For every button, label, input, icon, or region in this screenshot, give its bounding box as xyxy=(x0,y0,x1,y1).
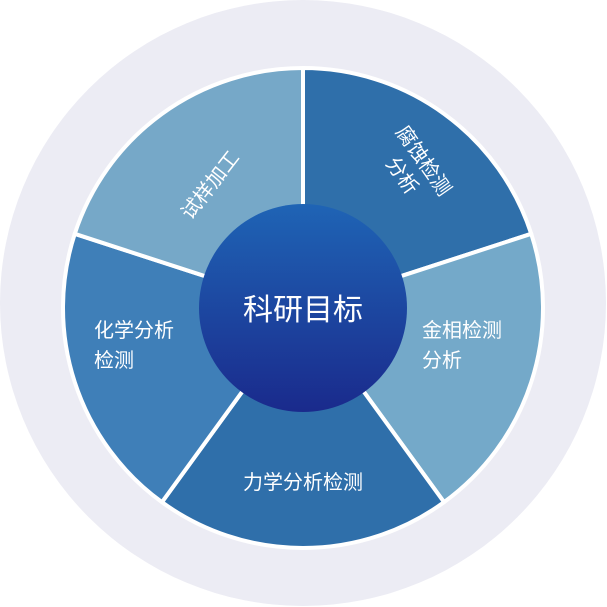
segment-label-mechanics: 力学分析检测 xyxy=(243,470,363,494)
center-circle xyxy=(199,204,407,412)
segment-label-line: 分析 xyxy=(422,348,462,372)
segment-label-line: 检测 xyxy=(94,348,134,372)
center-label: 科研目标 xyxy=(243,293,363,328)
segment-mechanics xyxy=(159,306,447,550)
segment-label-line: 力学分析检测 xyxy=(243,470,363,494)
segment-label-line: 金相检测 xyxy=(422,318,502,342)
segment-label-line: 化学分析 xyxy=(94,318,174,342)
